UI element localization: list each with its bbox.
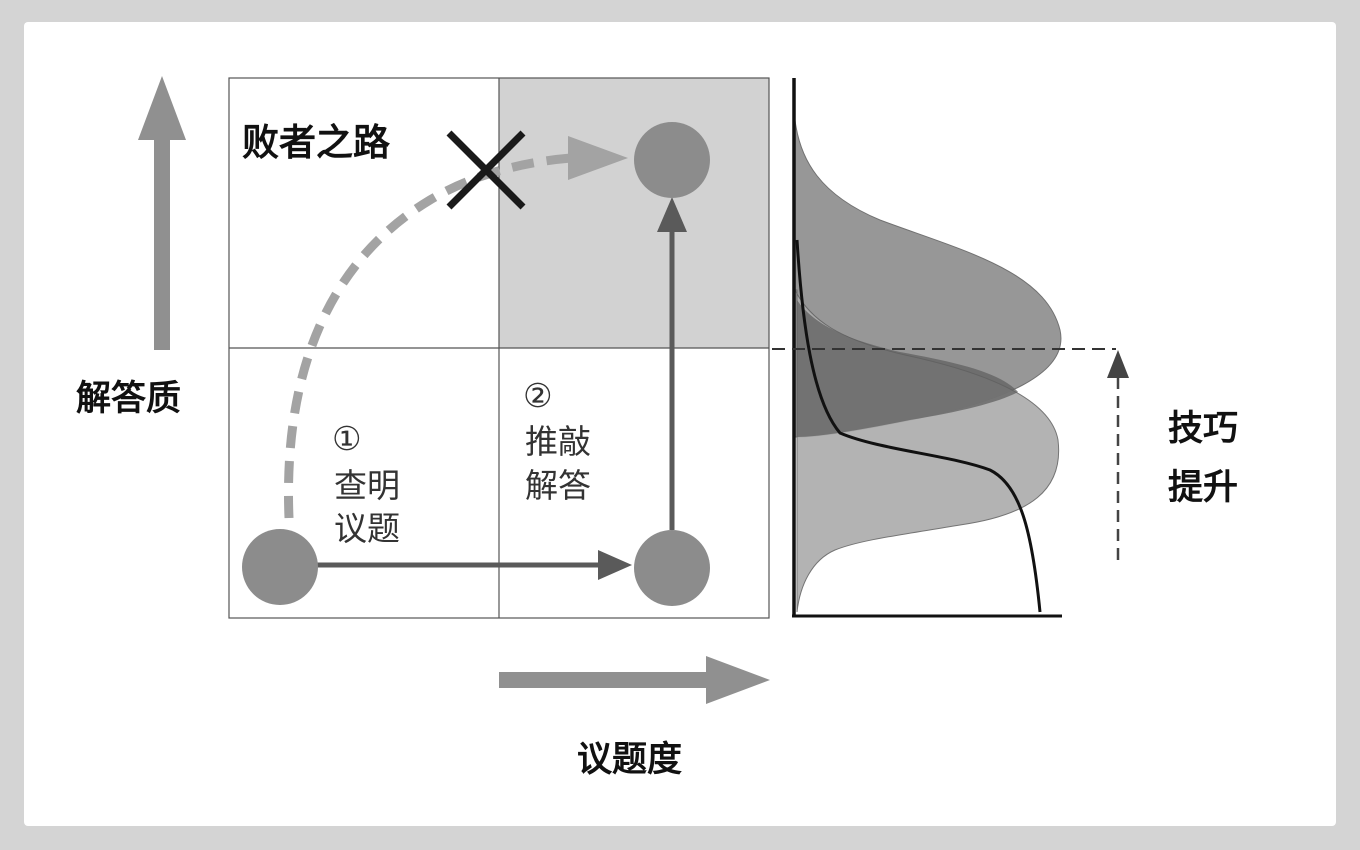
overlap-region — [797, 300, 1018, 437]
step1-number: ① — [332, 419, 362, 458]
skill-label-line2: 提升 — [1168, 468, 1238, 508]
step2-number: ② — [523, 376, 553, 415]
x-axis-arrowhead-icon — [706, 656, 770, 704]
step1-line1: 查明 — [334, 466, 400, 505]
start-node — [242, 529, 318, 605]
skill-up-arrow — [1107, 350, 1129, 560]
step2-arrowhead-icon — [657, 197, 687, 232]
step1-arrowhead-icon — [598, 550, 632, 580]
skill-up-arrowhead-icon — [1107, 350, 1129, 378]
y-axis-label: 解答质 — [76, 379, 181, 419]
step1-line2: 议题 — [334, 509, 400, 548]
y-axis-arrow — [138, 76, 186, 350]
cumulative-curve — [795, 239, 1042, 613]
quadrant-grid — [228, 77, 770, 619]
step2-line2: 解答 — [525, 466, 591, 505]
y-axis-arrowhead-icon — [138, 76, 186, 140]
step2-line1: 推敲 — [525, 422, 591, 461]
shaded-quadrant — [499, 78, 769, 348]
x-axis-label: 议题度 — [577, 740, 682, 780]
skill-distribution-graph — [792, 78, 1062, 618]
cross-icon — [446, 130, 526, 210]
loser-path-dashed-curve — [283, 153, 573, 519]
loser-path-arrowhead-icon — [568, 136, 628, 180]
goal-node — [634, 122, 710, 198]
loser-path-label: 败者之路 — [242, 121, 391, 164]
skill-label-line1: 技巧 — [1168, 409, 1238, 449]
x-axis-arrow — [499, 656, 770, 704]
middle-node — [634, 530, 710, 606]
